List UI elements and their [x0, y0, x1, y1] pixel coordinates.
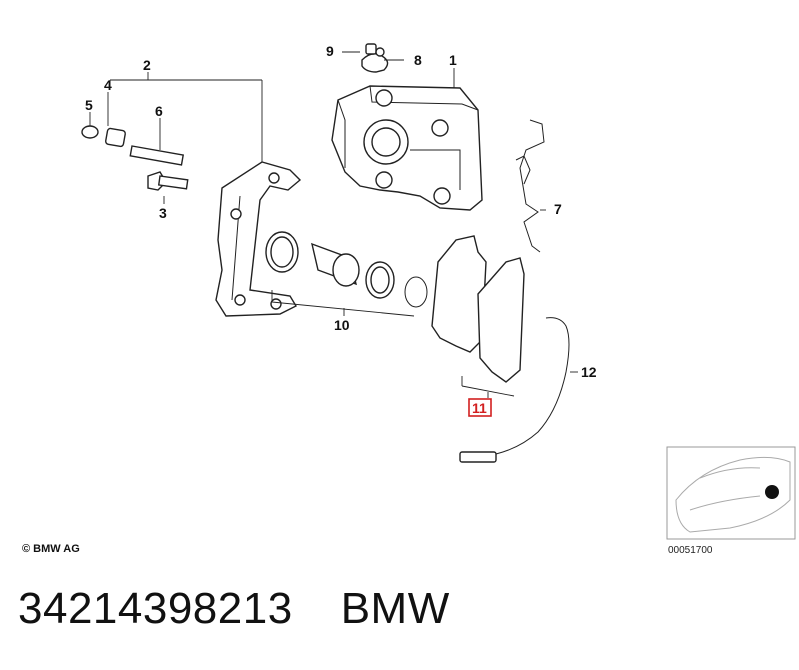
- callout-9: 9: [326, 43, 334, 59]
- guide-pin-set: [81, 125, 185, 166]
- callout-6: 6: [155, 103, 163, 119]
- part-number: 34214398213: [18, 584, 293, 633]
- part-caption: 34214398213 BMW: [18, 584, 498, 634]
- callout-8: 8: [414, 52, 422, 68]
- guide-bolt: [147, 171, 189, 191]
- brake-pad-set: [431, 235, 525, 383]
- callout-5: 5: [85, 97, 93, 113]
- bleeder-valve-cap: [361, 43, 389, 73]
- callout-12: 12: [581, 364, 597, 380]
- callout-2: 2: [143, 57, 151, 73]
- callout-4: 4: [104, 77, 112, 93]
- anti-rattle-spring: [515, 119, 545, 253]
- diagram-number: 00051700: [668, 545, 713, 556]
- piston-seal-kit: [265, 231, 428, 308]
- callout-leaders: [89, 51, 578, 398]
- brake-wear-sensor: [459, 317, 570, 463]
- caliper-carrier-bracket: [215, 161, 302, 317]
- callout-1: 1: [449, 52, 457, 68]
- copyright-text: © BMW AG: [22, 543, 80, 555]
- callout-10: 10: [334, 317, 350, 333]
- callout-3: 3: [159, 205, 167, 221]
- callout-11: 11: [472, 400, 487, 416]
- callout-11-highlight: [468, 398, 492, 417]
- brake-caliper-housing: [331, 85, 483, 211]
- brand-name: BMW: [340, 584, 450, 633]
- car-location-thumbnail: [666, 446, 796, 540]
- callout-7: 7: [554, 201, 562, 217]
